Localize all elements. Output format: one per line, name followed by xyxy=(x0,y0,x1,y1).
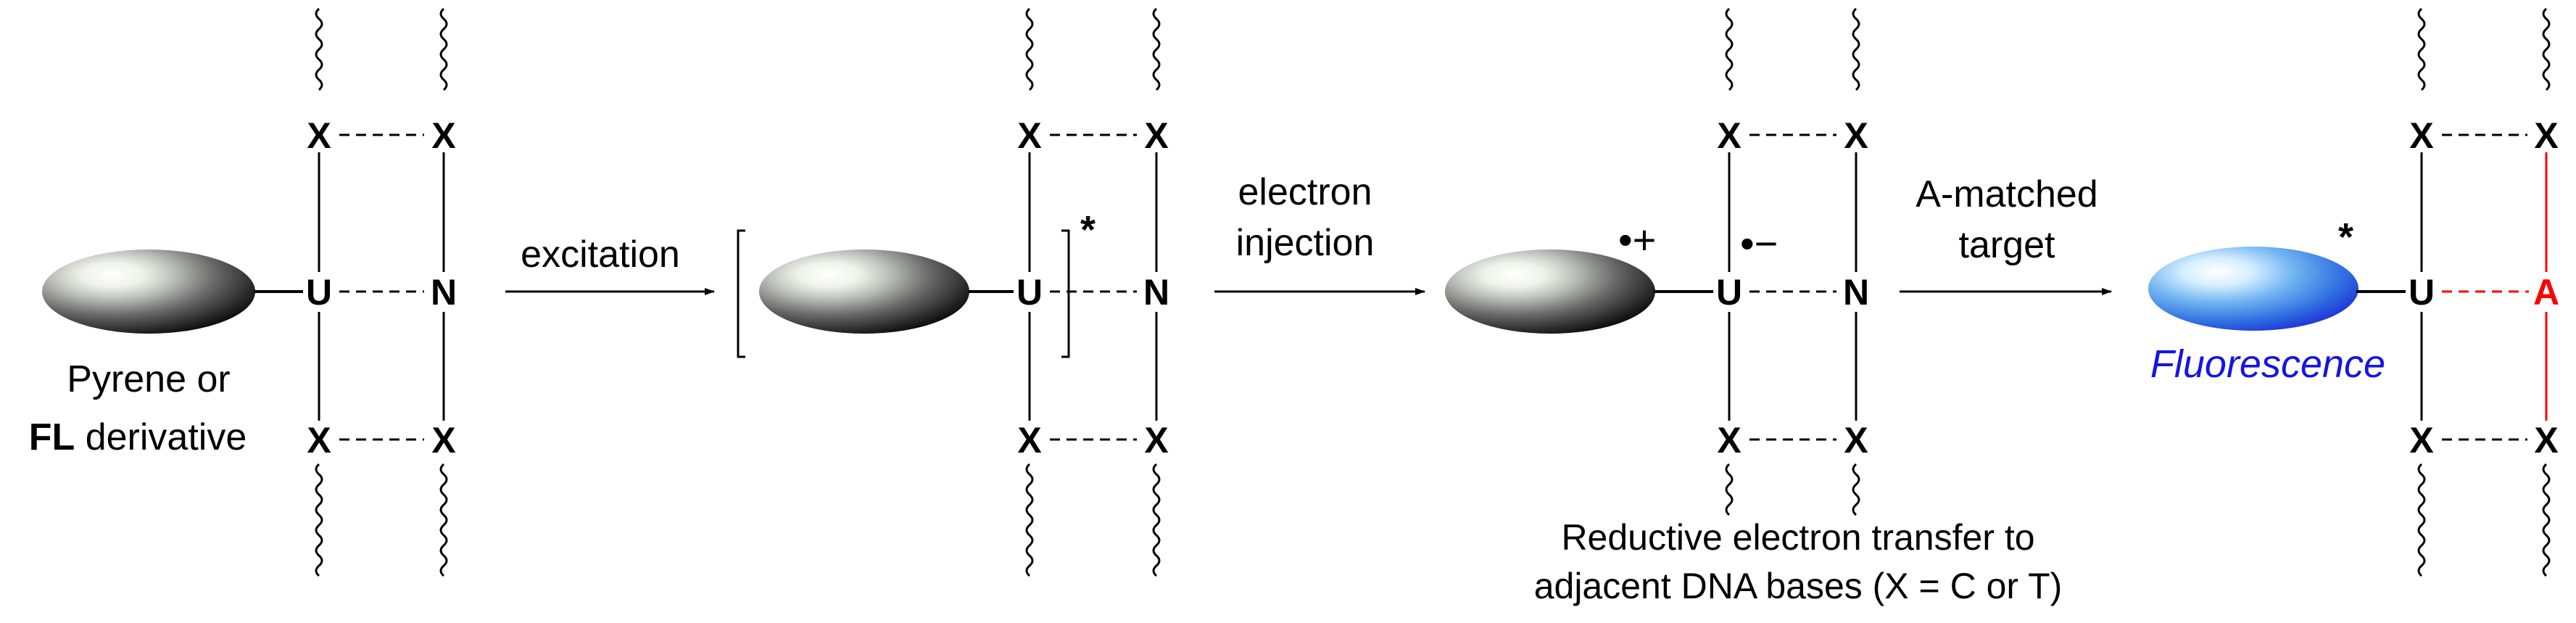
strand-wave xyxy=(2417,463,2426,577)
base-x: X xyxy=(1717,115,1741,156)
caption-line2: adjacent DNA bases (X = C or T) xyxy=(1534,566,2063,606)
probe-ellipse xyxy=(42,249,255,334)
base-u: U xyxy=(306,272,332,313)
arrow-a-matched-target: A-matched target xyxy=(1900,173,2112,295)
radical-cation: •+ xyxy=(1618,217,1656,263)
base-n: N xyxy=(431,272,457,313)
strand-wave xyxy=(1152,7,1161,91)
panel-3: •+ •− X X U N X X Reductive electron tra… xyxy=(1445,7,2063,606)
base-x: X xyxy=(1844,420,1868,461)
strand-wave xyxy=(1025,463,1034,577)
base-x: X xyxy=(431,420,455,461)
fluorescence-label: Fluorescence xyxy=(2150,342,2385,386)
base-x: X xyxy=(1017,420,1041,461)
strand-wave xyxy=(2542,463,2551,577)
base-x: X xyxy=(307,115,331,156)
arrow-label-line1: A-matched xyxy=(1916,173,2097,215)
strand-wave xyxy=(2542,7,2551,91)
right-bracket xyxy=(1061,229,1070,358)
strand-wave xyxy=(1852,463,1860,516)
strand-wave xyxy=(439,7,448,91)
strand-wave xyxy=(1852,7,1860,91)
arrow-label-line1: electron xyxy=(1238,171,1372,213)
panel-4: * X X U A X X Fluorescence xyxy=(2148,7,2559,577)
base-x: X xyxy=(2409,420,2433,461)
strand-wave xyxy=(315,463,323,577)
fluorescent-probe-ellipse xyxy=(2148,247,2358,331)
base-x: X xyxy=(1144,420,1168,461)
base-n: N xyxy=(1843,272,1869,313)
excited-mark: * xyxy=(1080,208,1096,252)
strand-wave xyxy=(1025,7,1034,91)
base-u: U xyxy=(1016,272,1043,313)
strand-wave xyxy=(1152,463,1161,577)
caption-line1: Reductive electron transfer to xyxy=(1561,517,2034,558)
base-x: X xyxy=(2534,420,2558,461)
base-x: X xyxy=(1017,115,1041,156)
arrow-label: excitation xyxy=(521,234,680,276)
arrow-excitation: excitation xyxy=(505,234,715,295)
strand-wave xyxy=(1725,463,1734,516)
strand-wave xyxy=(315,7,323,91)
base-u: U xyxy=(2409,272,2435,313)
arrow-electron-injection: electron injection xyxy=(1214,171,1425,295)
excited-mark: * xyxy=(2338,215,2353,259)
probe-label-line1: Pyrene or xyxy=(67,358,230,400)
arrow-label-line2: target xyxy=(1959,224,2056,266)
base-u: U xyxy=(1716,272,1742,313)
base-x: X xyxy=(2409,115,2433,156)
strand-wave xyxy=(2417,7,2426,91)
strand-wave xyxy=(1725,7,1734,91)
base-x: X xyxy=(1144,115,1168,156)
arrow-label-line2: injection xyxy=(1236,222,1375,264)
base-a-matched: A xyxy=(2533,272,2559,313)
panel-1: X X U N X X Pyrene or FL derivative xyxy=(29,7,457,577)
radical-anion: •− xyxy=(1740,220,1778,266)
base-x: X xyxy=(1844,115,1868,156)
base-x: X xyxy=(1717,420,1741,461)
panel-2: * X X U N X X xyxy=(737,7,1169,577)
base-x: X xyxy=(2534,115,2558,156)
probe-ellipse xyxy=(759,249,969,334)
probe-ellipse xyxy=(1445,249,1655,334)
left-bracket xyxy=(737,229,745,358)
strand-wave xyxy=(439,463,448,577)
base-x: X xyxy=(307,420,331,461)
base-n: N xyxy=(1143,272,1169,313)
base-x: X xyxy=(431,115,455,156)
probe-label-line2: FL derivative xyxy=(29,416,247,458)
